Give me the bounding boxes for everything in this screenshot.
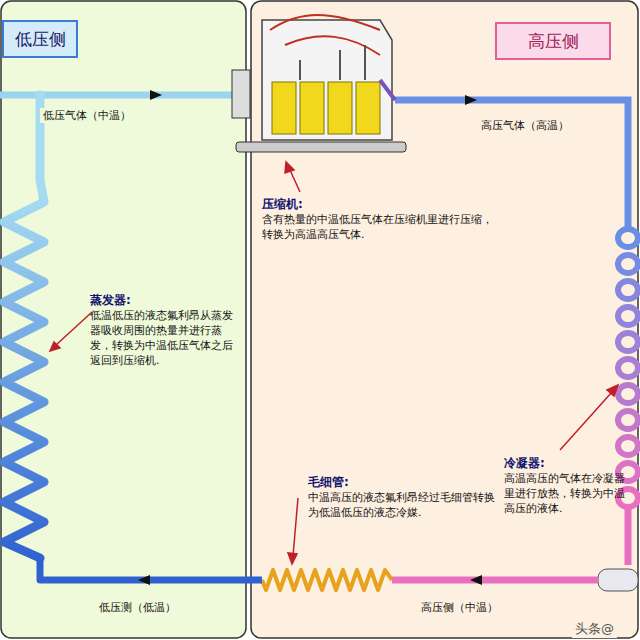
callout-text: 中温高压的液态氟利昂经过毛细管转换为低温低压的液态冷媒. [308, 490, 503, 520]
callout-heading: 蒸发器: [90, 292, 240, 308]
filter-drier [598, 569, 638, 591]
evaporator-coil [4, 95, 44, 558]
pipe-label: 高压气体（高温） [478, 118, 572, 133]
callout-heading: 冷凝器: [504, 455, 632, 471]
condenser-loop [618, 333, 638, 351]
pressure-side-panel: 低压侧蒸发器:低温低压的液态氟利昂从蒸发器吸收周围的热量并进行蒸发，转换为中温低… [0, 0, 247, 640]
condenser-outlet [625, 505, 632, 565]
pipe-label: 低压测（低温） [96, 600, 179, 615]
flow-arrow [138, 575, 150, 585]
liquid-pipe [392, 577, 598, 584]
condenser-loop [618, 359, 638, 377]
callout-heading: 毛细管: [308, 474, 503, 490]
capillary-tube [262, 570, 392, 590]
pipe-label: 低压气体（中温） [40, 108, 134, 123]
callout-heading: 压缩机: [262, 196, 502, 212]
flow-arrow [470, 575, 482, 585]
high-side-ground [251, 1, 638, 638]
low-liquid-pipe [40, 558, 262, 580]
callout-text: 高温高压的气体在冷凝器里进行放热，转换为中温高压的液体. [504, 471, 632, 516]
compressor [232, 15, 406, 152]
condenser-loop [618, 229, 638, 247]
condenser-loop [618, 307, 638, 325]
callout-box: 毛细管:中温高压的液态氟利昂经过毛细管转换为低温低压的液态冷媒. [308, 474, 503, 520]
callout-box: 冷凝器:高温高压的气体在冷凝器里进行放热，转换为中温高压的液体. [504, 455, 632, 516]
watermark: 头条@ [572, 620, 617, 638]
callout-box: 压缩机:含有热量的中温低压气体在压缩机里进行压缩，转换为高温高压气体. [262, 196, 502, 242]
flow-arrow [150, 90, 162, 100]
discharge-pipe [395, 100, 628, 228]
condenser-loop [618, 385, 638, 403]
pressure-side-panel: 高压侧压缩机:含有热量的中温低压气体在压缩机里进行压缩，转换为高温高压气体. 毛细… [250, 0, 640, 640]
callout-text: 低温低压的液态氟利昂从蒸发器吸收周围的热量并进行蒸发，转换为中温低压气体之后返回… [90, 308, 240, 368]
condenser-loop [618, 281, 638, 299]
callout-box: 蒸发器:低温低压的液态氟利昂从蒸发器吸收周围的热量并进行蒸发，转换为中温低压气体… [90, 292, 240, 368]
condenser-coil [618, 229, 638, 507]
condenser-loop [618, 411, 638, 429]
condenser-loop [618, 437, 638, 455]
callout-text: 含有热量的中温低压气体在压缩机里进行压缩，转换为高温高压气体. [262, 212, 502, 242]
pipe-label: 高压侧（中温） [418, 600, 501, 615]
side-header: 高压侧 [495, 22, 611, 60]
flow-arrow [465, 95, 477, 105]
side-header: 低压侧 [2, 20, 78, 58]
condenser-loop [618, 255, 638, 273]
